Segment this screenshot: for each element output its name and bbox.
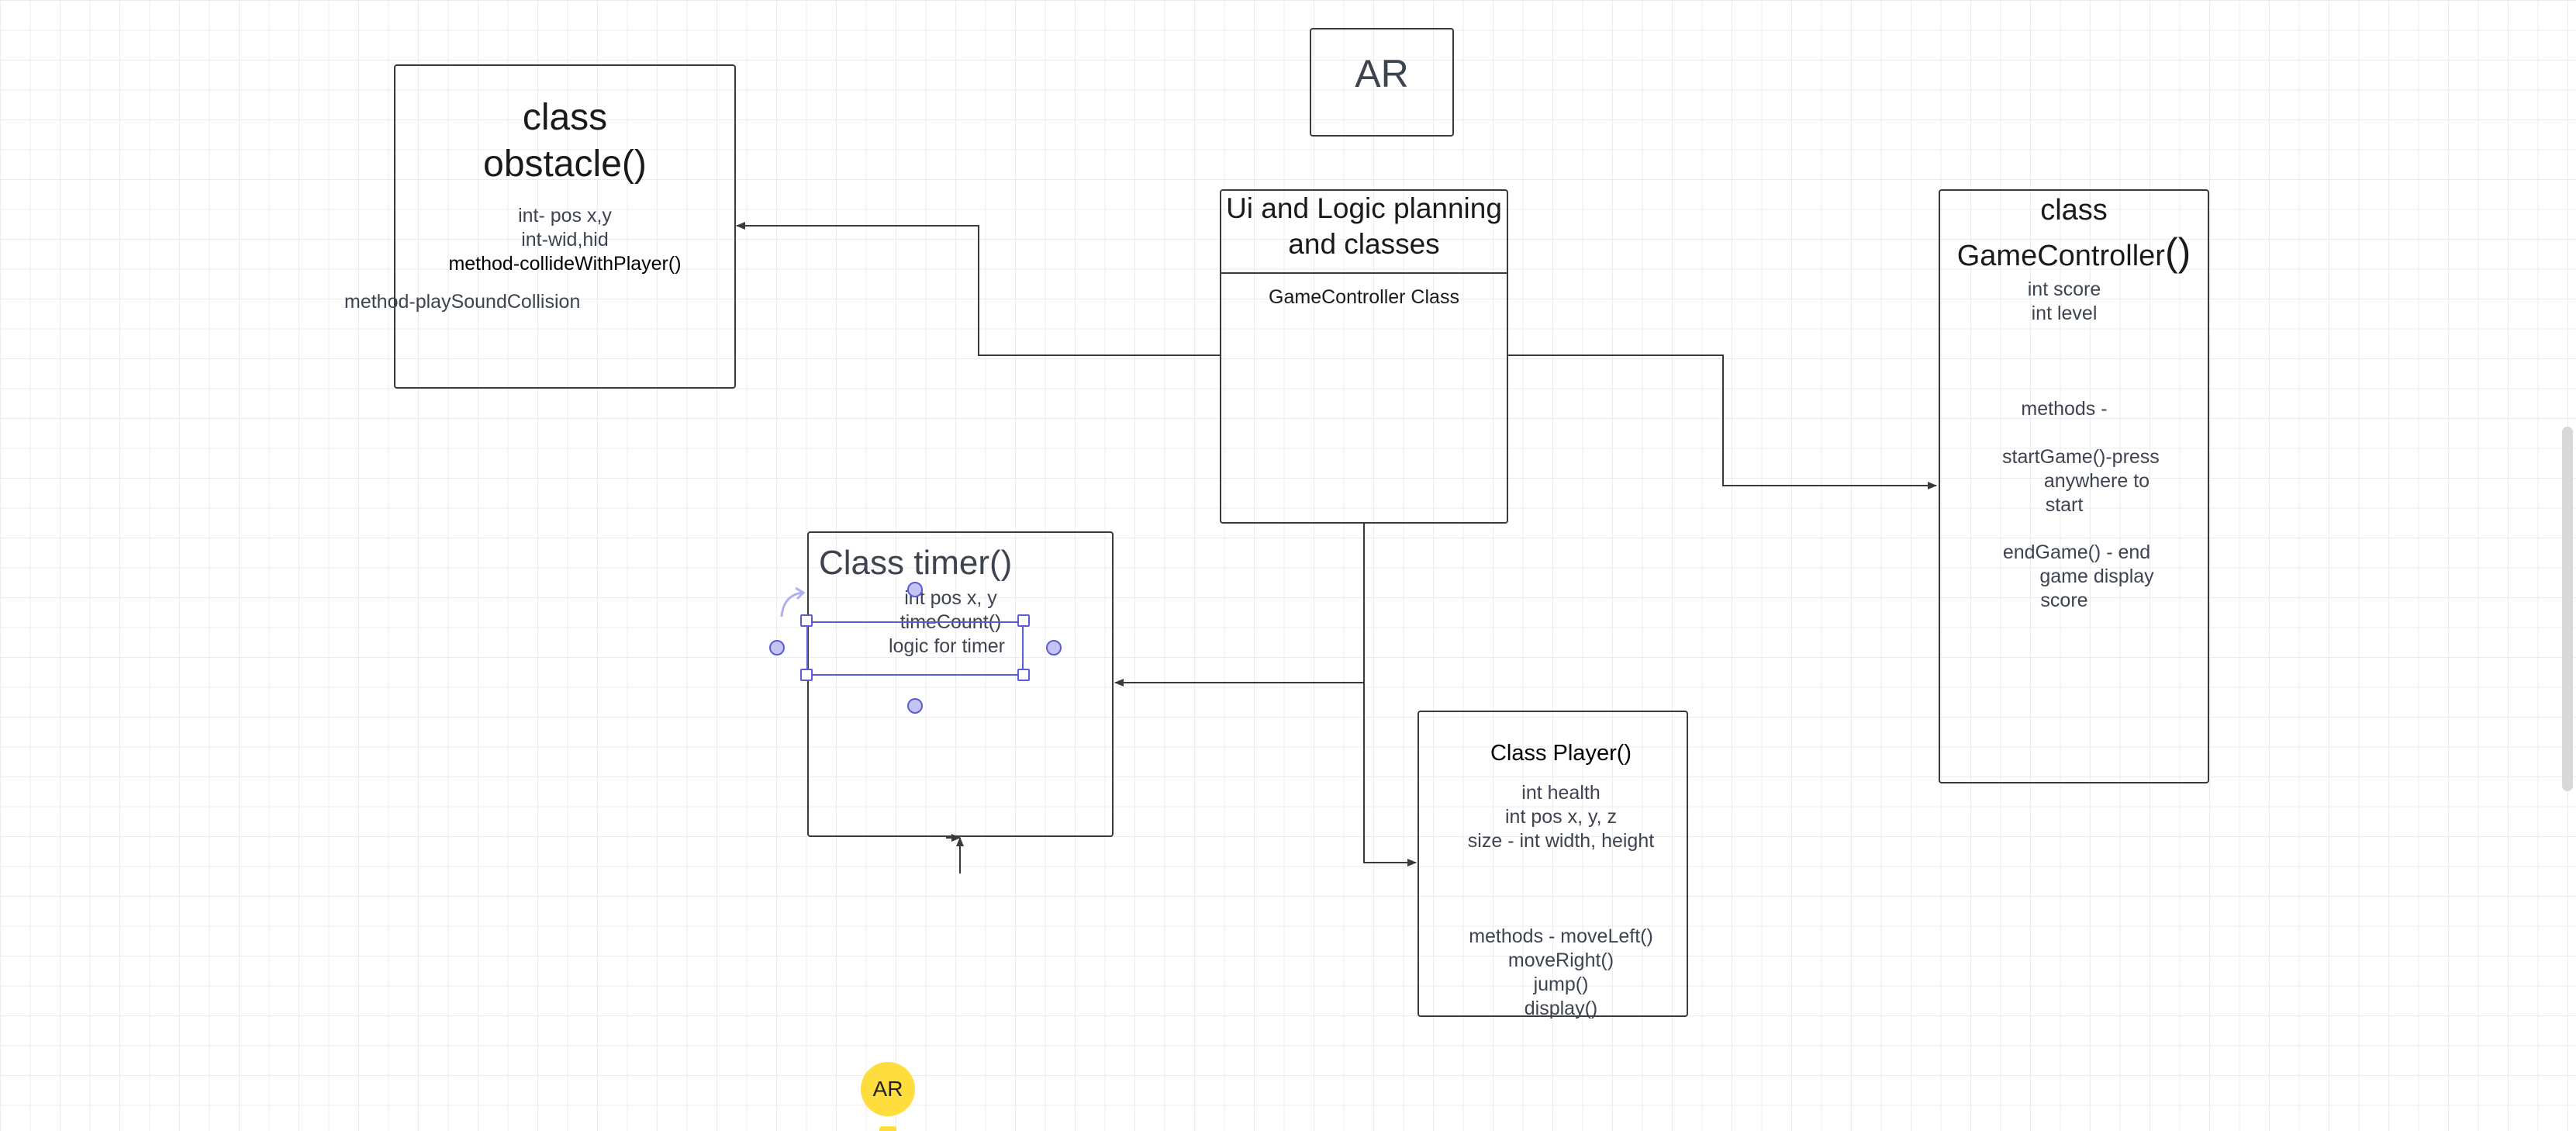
gc-method2-line2: game display <box>2039 566 2154 587</box>
connector-handle-right[interactable] <box>1046 640 1062 655</box>
player-line2: int pos x, y, z <box>1504 806 1618 828</box>
gc-title-line1: class <box>2040 194 2108 227</box>
connector-center-to-player <box>1363 667 1417 866</box>
obstacle-line3: method-collideWithPlayer() <box>448 253 682 275</box>
resize-handle-bottom-right[interactable] <box>1017 669 1030 681</box>
gc-method2-line3: score <box>2040 590 2088 611</box>
timer-title: Class timer() <box>819 544 1013 582</box>
gc-title-paren: () <box>2164 230 2191 274</box>
ui-logic-planning-box[interactable] <box>1220 189 1508 524</box>
obstacle-title-line1: class <box>522 97 608 138</box>
player-title: Class Player() <box>1490 741 1632 766</box>
resize-handle-bottom-left[interactable] <box>800 669 813 681</box>
resize-handle-top-left[interactable] <box>800 614 813 627</box>
connector-handle-left[interactable] <box>769 640 785 655</box>
player-line3: size - int width, height <box>1467 830 1655 852</box>
player-method1: methods - moveLeft() <box>1469 925 1653 947</box>
obstacle-line2: int-wid,hid <box>521 229 609 251</box>
obstacle-class-box[interactable] <box>394 64 736 389</box>
selection-box[interactable] <box>806 621 1024 676</box>
timer-line3: logic for timer <box>888 635 1006 657</box>
gc-method1-line3: start <box>2045 494 2084 516</box>
center-header-line2: and classes <box>1288 228 1440 260</box>
player-class-box[interactable] <box>1417 711 1688 1017</box>
obstacle-line1: int- pos x,y <box>518 205 612 227</box>
gc-line2: int level <box>2031 303 2098 324</box>
gc-method1-line1: startGame()-press <box>2002 446 2160 468</box>
rotate-handle-icon <box>780 591 803 617</box>
connector-center-to-gamecontroller <box>1507 355 1937 489</box>
player-method4: display() <box>1524 998 1598 1019</box>
collaborator-cursor-tail <box>879 1126 896 1131</box>
center-body-text: GameController Class <box>1269 286 1459 308</box>
gc-method1-line2: anywhere to <box>2043 470 2150 492</box>
connector-center-to-obstacle <box>736 222 1220 356</box>
connector-handle-bottom[interactable] <box>907 698 923 714</box>
obstacle-outside-text: method-playSoundCollision <box>344 291 581 313</box>
connector-center-to-timer <box>1114 524 1365 687</box>
timer-class-box[interactable] <box>807 531 1114 837</box>
center-header-divider <box>1221 272 1507 274</box>
player-method2: moveRight() <box>1507 949 1614 971</box>
gc-methods-label: methods - <box>2021 398 2108 420</box>
gc-line1: int score <box>2027 278 2101 300</box>
center-header-line1: Ui and Logic planning <box>1226 192 1502 224</box>
obstacle-title-line2: obstacle() <box>483 144 647 185</box>
timer-line1: int pos x, y <box>904 587 997 609</box>
player-line1: int health <box>1521 782 1601 804</box>
vertical-scrollbar[interactable] <box>2562 427 2573 791</box>
resize-handle-top-right[interactable] <box>1017 614 1030 627</box>
gc-title-line2: GameController() <box>1939 230 2209 275</box>
collaborator-avatar[interactable]: AR <box>861 1062 915 1116</box>
ar-box-label: AR <box>1355 52 1409 95</box>
gc-method2-line1: endGame() - end <box>2002 541 2151 563</box>
player-method3: jump() <box>1533 974 1589 995</box>
ar-box[interactable]: AR <box>1310 28 1454 137</box>
connector-handle-top[interactable] <box>907 582 923 597</box>
gc-title-name: GameController <box>1956 240 2165 272</box>
gamecontroller-class-box[interactable] <box>1939 189 2209 783</box>
